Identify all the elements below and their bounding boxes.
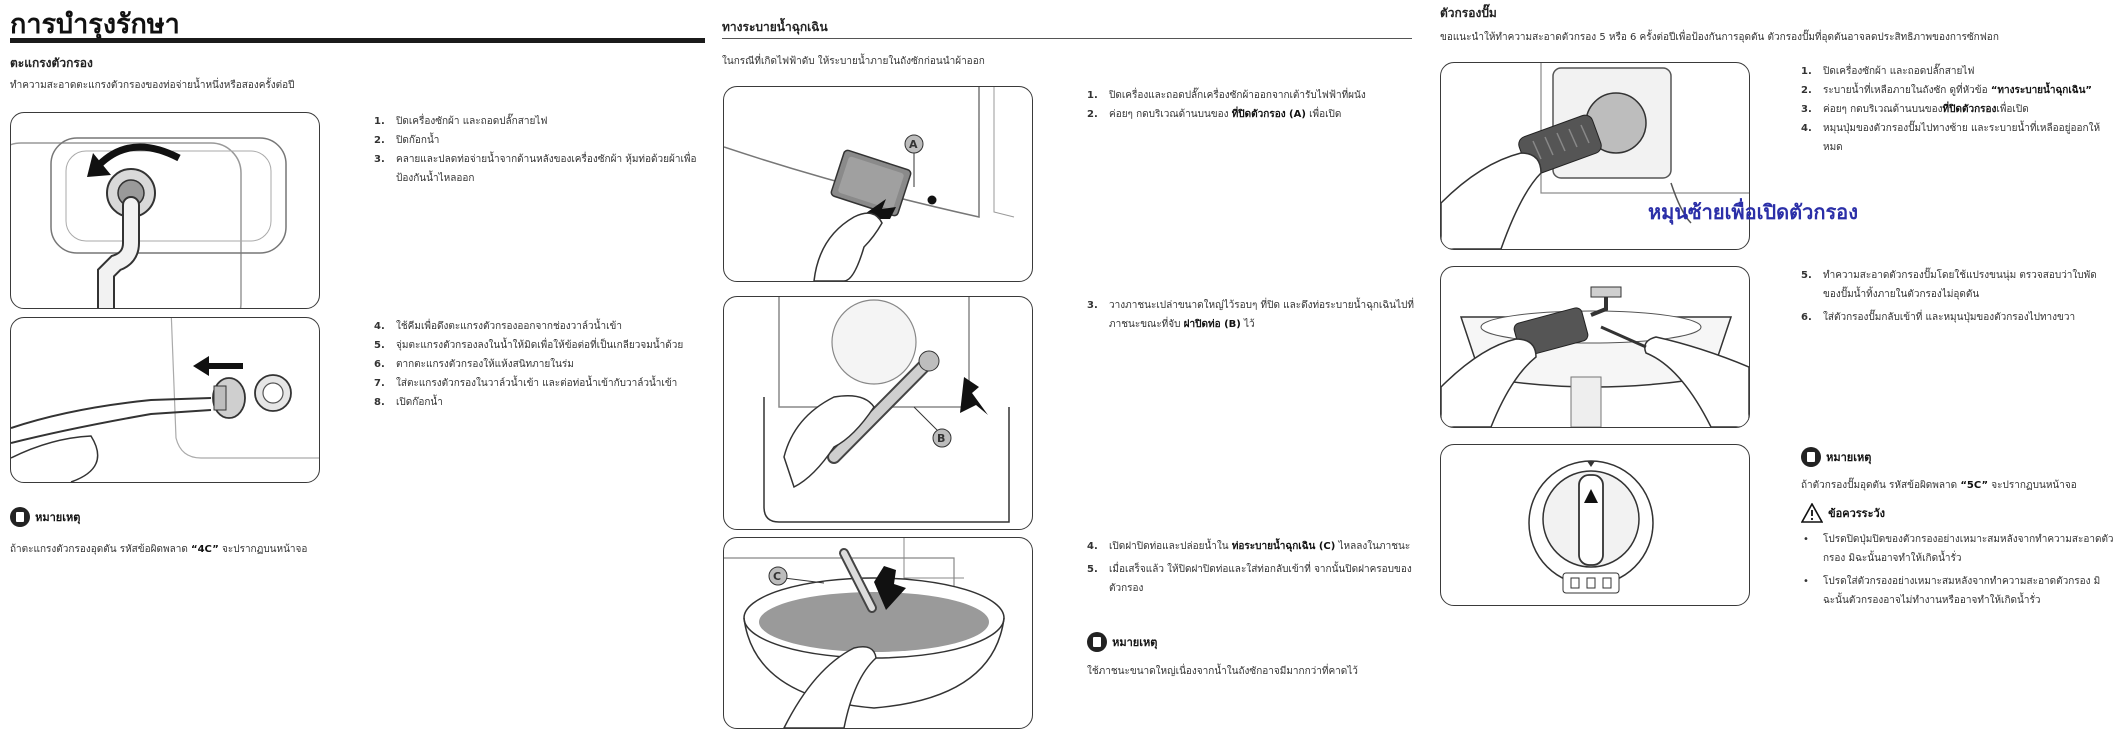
- note-header-emergency-drain: หมายเหตุ: [1087, 631, 1157, 652]
- illustration-hose-removal: [10, 112, 320, 309]
- steps-list-emergency-drain-b: 3.วางภาชนะเปล่าขนาดใหญ่ไว้รอบๆ ที่ปิด แล…: [1087, 296, 1417, 334]
- steps-list-emergency-drain-c: 4.เปิดฝาปิดท่อและปล่อยน้ำใน ท่อระบายน้ำฉ…: [1087, 537, 1417, 598]
- step-item: 3.ค่อยๆ กดบริเวณด้านบนของที่ปิดตัวกรองเพ…: [1801, 104, 2029, 115]
- note-icon: [10, 506, 30, 527]
- step-item: 6.ใส่ตัวกรองปั๊มกลับเข้าที่ และหมุนปุ่มข…: [1801, 312, 2076, 323]
- illustration-open-filter-cover: A: [723, 86, 1033, 282]
- steps-list-mesh-filter-b: 4.ใช้คีมเพื่อดึงตะแกรงตัวกรองออกจากช่องว…: [374, 317, 709, 412]
- step-item: 1.ปิดเครื่องและถอดปลั๊กเครื่องซักผ้าออกจ…: [1087, 90, 1366, 101]
- section-heading-pump-filter: ตัวกรองปั๊ม: [1440, 6, 1497, 20]
- illustration-filter-knob: [1440, 444, 1750, 606]
- illustration-pump-filter-remove: [1440, 62, 1750, 250]
- steps-list-pump-filter-a: 1.ปิดเครื่องซักผ้า และถอดปลั๊กสายไฟ 2.ระ…: [1801, 62, 2111, 157]
- caution-list: โปรดปิดปุ่มปิดของตัวกรองอย่างเหมาะสมหลัง…: [1801, 530, 2116, 610]
- note-text-emergency-drain: ใช้ภาชนะขนาดใหญ่เนื่องจากน้ำในถังซักอาจม…: [1087, 666, 1358, 677]
- illustration-clean-filter-sink: [1440, 266, 1750, 428]
- step-item: 1.ปิดเครื่องซักผ้า และถอดปลั๊กสายไฟ: [374, 116, 548, 127]
- illustration-drain-into-bowl: C: [723, 537, 1033, 729]
- step-item: 5.ทำความสะอาดตัวกรองปั๊มโดยใช้แปรงขนนุ่ม…: [1801, 270, 2097, 300]
- steps-list-emergency-drain-a: 1.ปิดเครื่องและถอดปลั๊กเครื่องซักผ้าออกจ…: [1087, 86, 1417, 124]
- caution-item: โปรดปิดปุ่มปิดของตัวกรองอย่างเหมาะสมหลัง…: [1801, 530, 2116, 568]
- note-header-mesh-filter: หมายเหตุ: [10, 506, 80, 527]
- svg-text:B: B: [937, 432, 945, 445]
- step-item: 4.ใช้คีมเพื่อดึงตะแกรงตัวกรองออกจากช่องว…: [374, 321, 622, 332]
- section-intro-mesh-filter: ทำความสะอาดตะแกรงตัวกรองของท่อจ่ายน้ำหนึ…: [10, 80, 295, 91]
- section-rule-emergency-drain: [722, 38, 1412, 39]
- step-item: 2.ปิดก๊อกน้ำ: [374, 135, 440, 146]
- note-text-mesh-filter: ถ้าตะแกรงตัวกรองอุดตัน รหัสข้อผิดพลาด “4…: [10, 544, 308, 555]
- caution-header: ข้อควรระวัง: [1800, 501, 1885, 523]
- section-intro-emergency-drain: ในกรณีที่เกิดไฟฟ้าดับ ให้ระบายน้ำภายในถั…: [722, 56, 985, 67]
- title-underline: [10, 38, 705, 43]
- step-item: 7.ใส่ตะแกรงตัวกรองในวาล์วน้ำเข้า และต่อท…: [374, 378, 678, 389]
- note-icon: [1801, 446, 1821, 467]
- step-item: 4.หมุนปุ่มของตัวกรองปั๊มไปทางซ้าย และระบ…: [1801, 123, 2101, 153]
- svg-text:C: C: [773, 570, 781, 583]
- note-header-pump-filter: หมายเหตุ: [1801, 446, 1871, 467]
- steps-list-mesh-filter-a: 1.ปิดเครื่องซักผ้า และถอดปลั๊กสายไฟ 2.ปิ…: [374, 112, 704, 188]
- note-icon: [1087, 631, 1107, 652]
- step-item: 2.ค่อยๆ กดบริเวณด้านบนของ ที่ปิดตัวกรอง …: [1087, 109, 1342, 120]
- section-intro-pump-filter: ขอแนะนำให้ทำความสะอาดตัวกรอง 5 หรือ 6 คร…: [1440, 32, 1999, 43]
- step-item: 4.เปิดฝาปิดท่อและปล่อยน้ำใน ท่อระบายน้ำฉ…: [1087, 541, 1411, 552]
- section-heading-emergency-drain: ทางระบายน้ำฉุกเฉิน: [722, 20, 828, 34]
- step-item: 3.วางภาชนะเปล่าขนาดใหญ่ไว้รอบๆ ที่ปิด แล…: [1087, 300, 1414, 330]
- warning-triangle-icon: [1800, 501, 1824, 523]
- caution-item: โปรดใส่ตัวกรองอย่างเหมาะสมหลังจากทำความส…: [1801, 572, 2116, 610]
- note-text-pump-filter: ถ้าตัวกรองปั๊มอุดตัน รหัสข้อผิดพลาด “5C”…: [1801, 480, 2077, 491]
- overlay-instruction: หมุนซ้ายเพื่อเปิดตัวกรอง: [1648, 200, 1858, 224]
- step-item: 1.ปิดเครื่องซักผ้า และถอดปลั๊กสายไฟ: [1801, 66, 1975, 77]
- section-heading-mesh-filter: ตะแกรงตัวกรอง: [10, 56, 93, 70]
- steps-list-pump-filter-b: 5.ทำความสะอาดตัวกรองปั๊มโดยใช้แปรงขนนุ่ม…: [1801, 266, 2111, 327]
- page-title: การบำรุงรักษา: [10, 9, 180, 40]
- step-item: 8.เปิดก๊อกน้ำ: [374, 397, 443, 408]
- step-item: 2.ระบายน้ำที่เหลือภายในถังซัก ดูที่หัวข้…: [1801, 85, 2092, 96]
- step-item: 6.ตากตะแกรงตัวกรองให้แห้งสนิทภายในร่ม: [374, 359, 574, 370]
- svg-text:A: A: [909, 138, 918, 151]
- step-item: 5.เมื่อเสร็จแล้ว ให้ปิดฝาปิดท่อและใส่ท่อ…: [1087, 564, 1412, 594]
- illustration-filter-pliers: [10, 317, 320, 483]
- illustration-pull-drain-hose: B: [723, 296, 1033, 530]
- step-item: 3.คลายและปลดท่อจ่ายน้ำจากด้านหลังของเครื…: [374, 154, 697, 184]
- step-item: 5.จุ่มตะแกรงตัวกรองลงในน้ำให้มิดเพื่อให้…: [374, 340, 684, 351]
